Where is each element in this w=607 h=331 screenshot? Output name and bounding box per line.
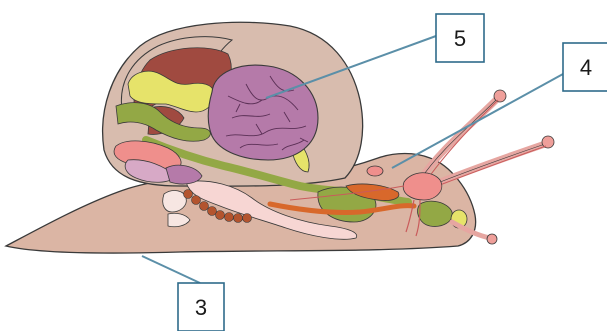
label-4: 4 [563,43,607,91]
label-3: 3 [178,283,224,331]
eye-1 [494,90,506,102]
label-5-text: 5 [454,26,466,51]
label-5: 5 [436,14,484,62]
label-4-text: 4 [580,55,592,80]
lower-tentacle-tip [487,234,497,244]
eye-2 [542,136,554,148]
label-3-text: 3 [195,295,207,320]
cerebral-ganglion [403,173,442,200]
leader-line-4 [392,74,563,168]
leader-line-3 [142,256,200,283]
small-pink-node [367,166,383,176]
